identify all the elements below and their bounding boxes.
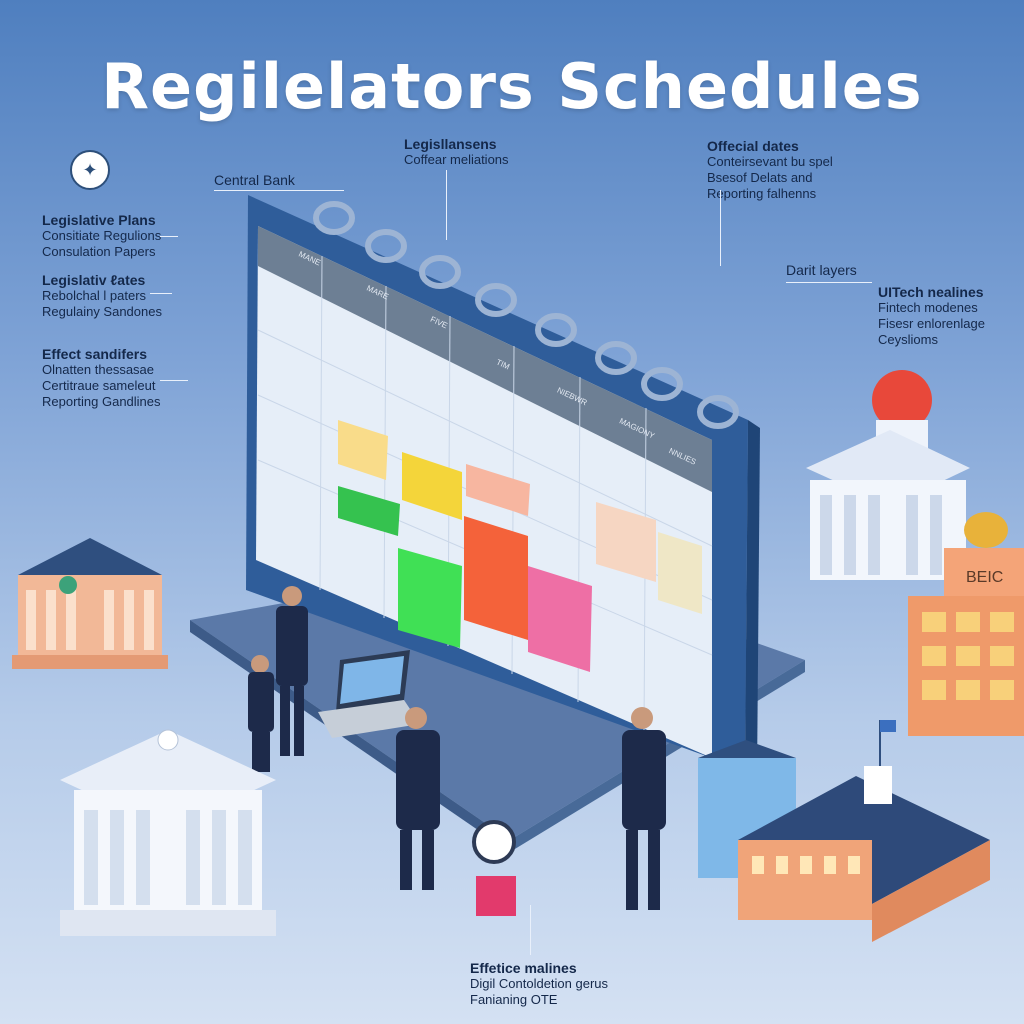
calendar-header-strip <box>258 226 712 492</box>
binder-ring <box>419 255 461 289</box>
page-title: Regilelators Schedules <box>101 50 923 123</box>
building-right-top <box>806 370 970 580</box>
binder-ring <box>535 313 577 347</box>
legislative-rates-block: Legislativ ℓates Rebolchal l paters Regu… <box>42 272 162 319</box>
binder-ring <box>365 229 407 263</box>
legisllansens-block: Legisllansens Coffear meliations <box>404 136 509 167</box>
event-card-green <box>398 548 462 648</box>
clock-icon <box>472 820 516 864</box>
darit-layers-block: Darit layers <box>786 262 857 278</box>
building-left-bottom <box>60 729 276 936</box>
event-card-pink <box>528 566 592 672</box>
binder-ring <box>697 395 739 429</box>
clock-pedestal <box>476 876 516 916</box>
effetice-block: Effetice malines Digil Contoldetion geru… <box>470 960 609 1007</box>
person-right <box>622 707 666 910</box>
offecial-dates-block: Offecial dates Conteirsevant bu spel Bse… <box>707 138 833 201</box>
person-center <box>396 707 440 890</box>
building-right-orange: BEIC <box>908 512 1024 736</box>
seal-icon: ✦ <box>70 150 110 190</box>
uitech-block: UITech nealines Fintech modenes Fisesr e… <box>878 284 985 347</box>
event-card-cream <box>596 502 656 582</box>
legislative-plans-block: Legislative Plans Consitiate Regulions C… <box>42 212 162 259</box>
event-card-beige <box>658 532 702 614</box>
event-card-yellow-light <box>338 420 388 480</box>
event-card-peach <box>466 464 530 516</box>
person-kneeling <box>248 655 274 772</box>
binder-ring <box>313 201 355 235</box>
effect-sandifers-block: Effect sandifers Olnatten thessasae Cert… <box>42 346 161 409</box>
event-card-green-small <box>338 486 400 536</box>
central-bank-heading: Central Bank <box>214 172 295 188</box>
binder-ring <box>475 283 517 317</box>
event-card-yellow <box>402 452 462 520</box>
building-right-bottom <box>698 720 990 942</box>
event-card-orange <box>464 516 528 640</box>
binder-ring <box>595 341 637 375</box>
person-standing-left <box>276 586 308 756</box>
building-left-top <box>12 538 168 669</box>
building-sign: BEIC <box>966 569 1003 586</box>
central-bank-label: Central Bank <box>214 172 295 188</box>
binder-ring <box>641 367 683 401</box>
